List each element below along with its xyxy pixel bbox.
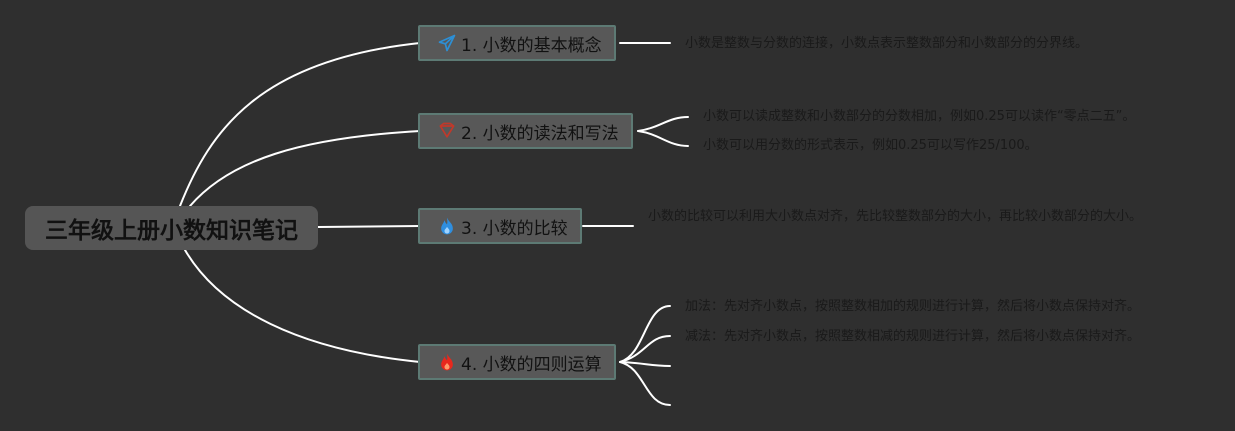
topic-basic-concept[interactable]: 1. 小数的基本概念 [418,25,616,61]
leaf-text[interactable]: 小数可以读成整数和小数部分的分数相加，例如0.25可以读作“零点二五”。 [703,109,1136,124]
connector-topic-2-leaf-1 [637,116,689,132]
flame-icon [436,351,458,373]
topic-label: 2. 小数的读法和写法 [461,123,619,144]
paper-plane-icon [436,32,458,54]
topic-label: 4. 小数的四则运算 [461,354,602,375]
topic-label: 3. 小数的比较 [461,218,568,239]
connector-topic-4-leaf-4 [619,361,671,406]
connector-root-topic-3 [317,225,421,228]
leaf-text[interactable]: 加法：先对齐小数点，按照整数相加的规则进行计算，然后将小数点保持对齐。 [685,299,1141,314]
root-topic[interactable]: 三年级上册小数知识笔记 [25,206,318,250]
connector-root-topic-4 [184,249,421,363]
topic-arithmetic[interactable]: 4. 小数的四则运算 [418,344,616,380]
leaf-text[interactable]: 减法：先对齐小数点，按照整数相减的规则进行计算，然后将小数点保持对齐。 [685,329,1141,344]
root-topic-label: 三年级上册小数知识笔记 [45,218,298,244]
leaf-text[interactable]: 小数是整数与分数的连接，小数点表示整数部分和小数部分的分界线。 [685,36,1089,51]
connector-topic-4-leaf-1 [619,305,671,363]
connector-root-topic-1 [179,42,421,207]
connector-root-topic-2 [189,130,421,207]
leaf-text[interactable]: 小数可以用分数的形式表示，例如0.25可以写作25/100。 [703,138,1038,153]
connector-topic-4-leaf-3 [619,361,671,367]
heart-outline-icon [436,120,458,142]
topic-comparison[interactable]: 3. 小数的比较 [418,208,582,244]
connector-topic-4-leaf-2 [619,335,671,363]
topic-reading-writing[interactable]: 2. 小数的读法和写法 [418,113,633,149]
leaf-text[interactable]: 小数的比较可以利用大小数点对齐，先比较整数部分的大小，再比较小数部分的大小。 [648,209,1143,224]
topic-label: 1. 小数的基本概念 [461,35,602,56]
flame-icon [436,215,458,237]
connector-topic-2-leaf-2 [637,130,689,147]
